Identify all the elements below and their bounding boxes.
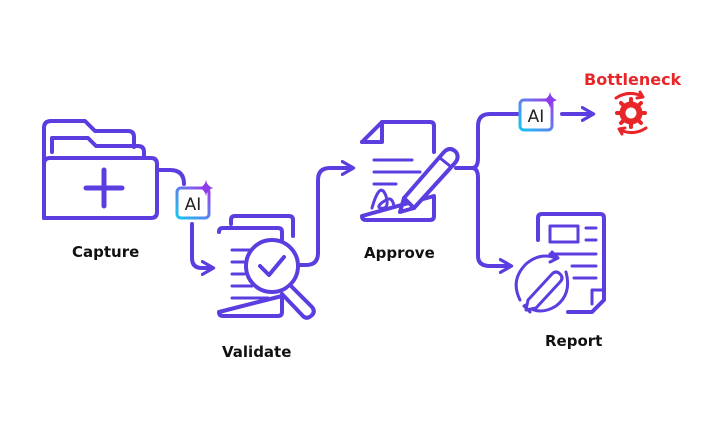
bottleneck-label: Bottleneck xyxy=(584,70,682,89)
connector-approve-to-ai xyxy=(470,112,520,170)
ai-badge-text: AI xyxy=(185,195,202,215)
report-label: Report xyxy=(545,332,603,350)
gear-alert-icon xyxy=(614,90,648,136)
approve-label: Approve xyxy=(364,244,435,262)
document-magnifier-check-icon xyxy=(217,214,316,320)
connector-capture-to-ai xyxy=(154,168,186,186)
ai-badge-2: AI xyxy=(518,92,557,132)
sparkle-icon xyxy=(543,92,557,108)
report-document-edit-icon xyxy=(514,212,606,314)
connector-approve-to-report xyxy=(470,166,514,274)
validate-label: Validate xyxy=(222,343,292,361)
ai-badge-text: AI xyxy=(528,107,545,127)
folder-plus-icon xyxy=(42,119,159,220)
ai-badge-1: AI xyxy=(175,180,213,220)
capture-label: Capture xyxy=(72,243,140,261)
connectors xyxy=(154,106,596,276)
document-signature-pen-icon xyxy=(360,120,460,222)
sparkle-icon xyxy=(199,180,213,196)
connector-validate-to-approve xyxy=(298,160,356,267)
connector-ai-to-validate xyxy=(190,222,216,276)
